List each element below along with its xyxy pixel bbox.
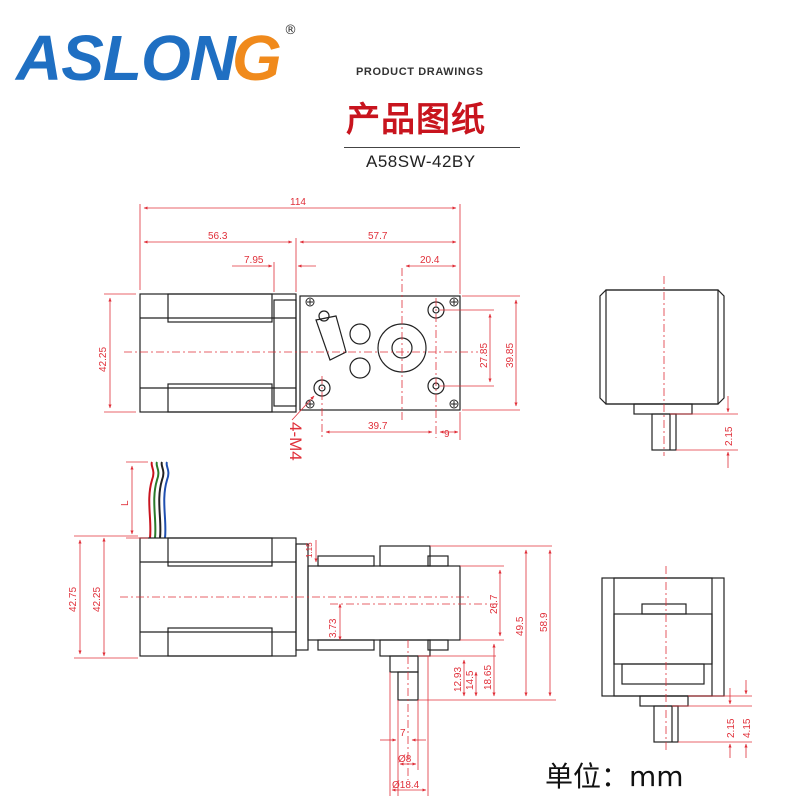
dim-27-85: 27.85 [479, 343, 490, 368]
dim-3-73: 3.73 [328, 618, 339, 638]
dim-39-85: 39.85 [505, 343, 516, 368]
dim-side-42-25: 42.25 [92, 587, 103, 612]
svg-text:G: G [232, 22, 282, 92]
dim-26-7: 26.7 [489, 594, 500, 614]
dim-lead-l: L [120, 500, 131, 506]
dim-18-65: 18.65 [483, 665, 494, 690]
dim-49-5: 49.5 [515, 616, 526, 636]
unit-note: 单位：mm [545, 755, 684, 795]
top-gearbox-plate [299, 295, 461, 411]
dim-boss-dia: Ø18.4 [392, 780, 420, 791]
side-view [139, 537, 461, 701]
dim-114: 114 [290, 197, 306, 208]
end-view-bottom [601, 577, 725, 743]
lead-wires [148, 461, 170, 539]
dim-7: 7 [400, 728, 406, 739]
dim-20-4: 20.4 [420, 255, 440, 266]
dim-42-25: 42.25 [98, 347, 109, 372]
unit-label: 单位： [545, 760, 630, 793]
top-slot [315, 315, 347, 361]
side-dimension-lines [74, 461, 556, 796]
top-dimension-labels: 114 56.3 57.7 7.95 20.4 42.25 27.85 39.8… [98, 197, 516, 461]
side-shaft-boss [389, 655, 419, 673]
end-view-shaft [651, 413, 677, 451]
end-view-top [599, 289, 725, 451]
svg-text:ASLON: ASLON [14, 22, 238, 92]
top-motor-fin-upper [167, 293, 273, 323]
dim-shaft-dia: Ø8 [398, 754, 412, 765]
dim-14-5: 14.5 [465, 670, 476, 690]
dim-9: 9 [444, 429, 450, 440]
aslong-logo: ASLON G ® [14, 22, 297, 92]
dim-58-9: 58.9 [539, 612, 550, 632]
end-view-bottom-dim-2-15: 2.15 [726, 718, 737, 738]
end-view-bottom-dim-4-15: 4.15 [742, 718, 753, 738]
top-dimension-lines [104, 204, 520, 440]
dim-39-7: 39.7 [368, 421, 388, 432]
top-motor-body [139, 293, 297, 413]
model-number: A58SW-42BY [366, 152, 476, 171]
registered-mark: ® [284, 23, 297, 38]
thread-callout: 4-M4 [286, 422, 305, 461]
top-motor-fin-lower [167, 383, 273, 413]
dim-1-15: 1.15 [305, 542, 314, 558]
dim-12-93: 12.93 [453, 667, 464, 692]
dim-57-7: 57.7 [368, 231, 388, 242]
top-view [139, 293, 461, 413]
unit-value: mm [629, 760, 684, 793]
dim-56-3: 56.3 [208, 231, 228, 242]
side-dimension-labels: L 42.75 42.25 1.15 3.73 26.7 49.5 58.9 1… [68, 500, 550, 791]
dim-7-95: 7.95 [244, 255, 264, 266]
header-subtitle: PRODUCT DRAWINGS [356, 66, 484, 78]
end-view-dim: 2.15 [724, 426, 735, 446]
dim-42-75: 42.75 [68, 587, 79, 612]
header-divider [344, 147, 520, 148]
page-title: 产品图纸 [346, 100, 486, 140]
